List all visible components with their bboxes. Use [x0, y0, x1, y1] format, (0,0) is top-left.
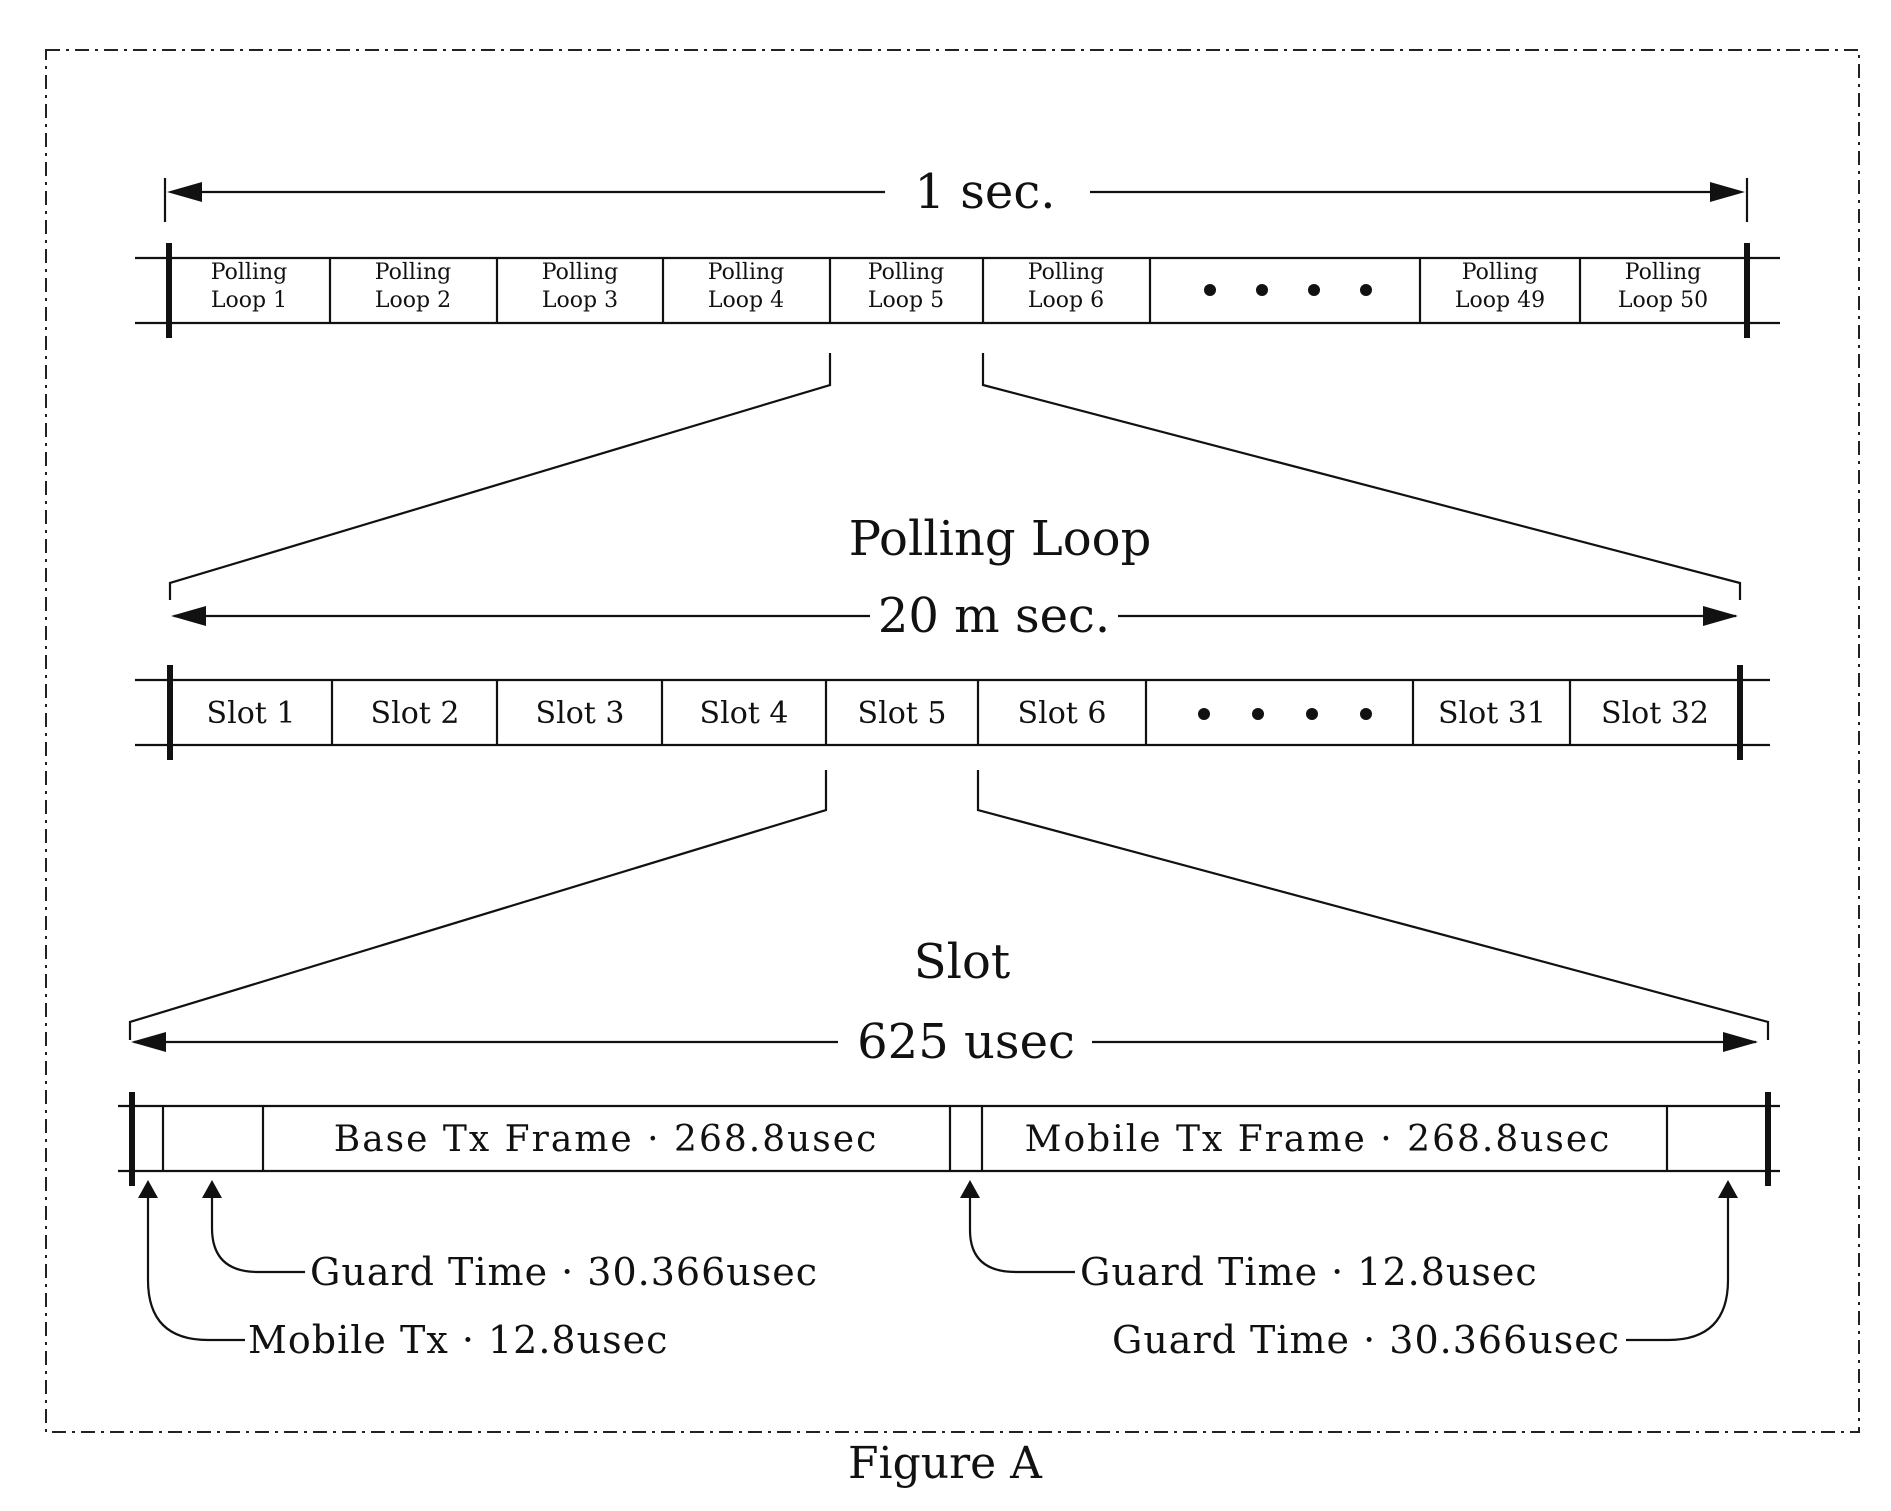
- polling-loop-dividers: [330, 258, 1580, 323]
- one-second-span: 1 sec.: [165, 164, 1747, 222]
- six-twenty-five-usec-span: 625 usec: [131, 1014, 1758, 1070]
- polling-loop-cell: Polling Loop 5: [868, 260, 945, 313]
- ellipsis-dots: [1204, 284, 1372, 296]
- slot-bar: Slot 1 Slot 2 Slot 3 Slot 4 Slot 5 Slot …: [135, 665, 1770, 760]
- slot-cell: Slot 2: [371, 696, 460, 731]
- polling-loop-cell-line1: Polling: [708, 260, 785, 285]
- polling-loop-cell-line1: Polling: [1625, 260, 1702, 285]
- slot-title: Slot: [914, 934, 1010, 990]
- polling-loop-cell-line2: Loop 2: [375, 288, 451, 313]
- polling-loop-cell-line2: Loop 1: [211, 288, 287, 313]
- polling-loop-cell: Polling Loop 1: [211, 260, 288, 313]
- polling-loop-cell-line1: Polling: [868, 260, 945, 285]
- six-twenty-five-usec-label: 625 usec: [857, 1014, 1075, 1070]
- polling-loop-cell: Polling Loop 2: [375, 260, 452, 313]
- slot-cell: Slot 4: [700, 696, 789, 731]
- slot-cell: Slot 32: [1601, 696, 1709, 731]
- polling-loop-cell-line1: Polling: [375, 260, 452, 285]
- polling-loop-cell: Polling Loop 49: [1455, 260, 1545, 313]
- polling-loop-cell: Polling Loop 50: [1618, 260, 1708, 313]
- slot-cell: Slot 5: [858, 696, 947, 731]
- guard-time-middle-label: Guard Time · 12.8usec: [1080, 1250, 1538, 1294]
- slot-cell: Slot 6: [1018, 696, 1107, 731]
- polling-loop-cell-line2: Loop 49: [1455, 288, 1545, 313]
- polling-loop-cell-line1: Polling: [1462, 260, 1539, 285]
- slot-cell: Slot 31: [1438, 696, 1546, 731]
- guard-time-right-label: Guard Time · 30.366usec: [1112, 1318, 1620, 1362]
- zoom-lines-slot: [130, 770, 1768, 1040]
- polling-loop-cell: Polling Loop 6: [1028, 260, 1105, 313]
- annotation-guard-time-middle: Guard Time · 12.8usec: [960, 1180, 1538, 1294]
- frame-bar: Base Tx Frame · 268.8usec Mobile Tx Fram…: [118, 1092, 1780, 1186]
- polling-loop-title: Polling Loop: [849, 511, 1152, 567]
- polling-loop-bar: Polling Loop 1 Polling Loop 2 Polling Lo…: [135, 243, 1780, 338]
- slot-dividers: [332, 680, 1570, 745]
- polling-loop-cell-line2: Loop 3: [542, 288, 618, 313]
- slot-cell: Slot 1: [207, 696, 296, 731]
- ellipsis-dots: [1198, 708, 1372, 720]
- annotation-guard-time-left: Guard Time · 30.366usec: [202, 1180, 818, 1294]
- guard-time-left-label: Guard Time · 30.366usec: [310, 1250, 818, 1294]
- polling-loop-cell: Polling Loop 4: [708, 260, 785, 313]
- twenty-ms-span: 20 m sec.: [171, 588, 1738, 644]
- mobile-tx-label: Mobile Tx · 12.8usec: [248, 1318, 668, 1362]
- figure-caption: Figure A: [848, 1438, 1043, 1489]
- polling-loop-cell-line2: Loop 50: [1618, 288, 1708, 313]
- polling-loop-cell-line1: Polling: [542, 260, 619, 285]
- mobile-tx-frame-label: Mobile Tx Frame · 268.8usec: [1025, 1119, 1612, 1160]
- polling-loop-cell-line1: Polling: [211, 260, 288, 285]
- polling-loop-cell: Polling Loop 3: [542, 260, 619, 313]
- polling-loop-cell-line1: Polling: [1028, 260, 1105, 285]
- base-tx-frame-label: Base Tx Frame · 268.8usec: [334, 1119, 879, 1160]
- polling-loop-cell-line2: Loop 6: [1028, 288, 1104, 313]
- polling-loop-cell-line2: Loop 4: [708, 288, 784, 313]
- one-second-label: 1 sec.: [915, 164, 1056, 220]
- twenty-ms-label: 20 m sec.: [878, 588, 1110, 644]
- polling-loop-cell-line2: Loop 5: [868, 288, 944, 313]
- slot-cell: Slot 3: [536, 696, 625, 731]
